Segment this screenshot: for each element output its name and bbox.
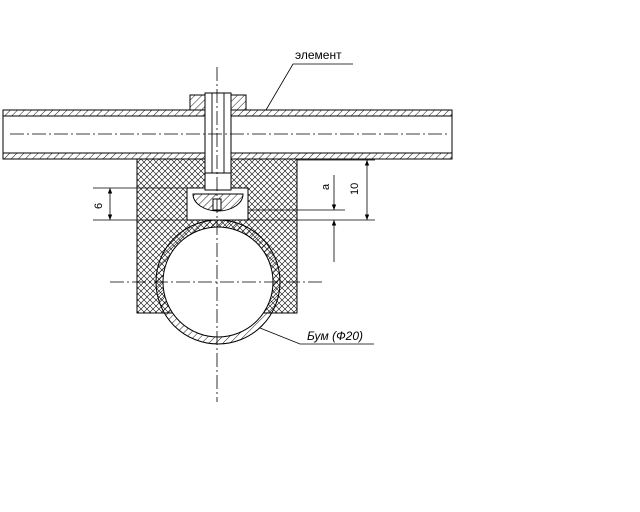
- boom-label: Бум (Ф20): [307, 329, 363, 343]
- ball-tip: [192, 193, 244, 212]
- center-lines: [10, 67, 448, 402]
- vertical-rod: [204, 92, 232, 191]
- boom-leader: Бум (Ф20): [259, 327, 374, 345]
- dimension-10: 10: [349, 160, 370, 220]
- dimension-6-label: 6: [93, 203, 105, 209]
- element-label: элемент: [295, 48, 342, 62]
- dimension-6: 6: [93, 188, 113, 220]
- dimension-10-label: 10: [349, 183, 361, 195]
- dimension-a: a: [320, 175, 337, 262]
- element-leader: элемент: [265, 48, 353, 111]
- extension-lines: [93, 159, 375, 221]
- dimension-a-label: a: [320, 183, 332, 190]
- boom-tube: [155, 219, 281, 345]
